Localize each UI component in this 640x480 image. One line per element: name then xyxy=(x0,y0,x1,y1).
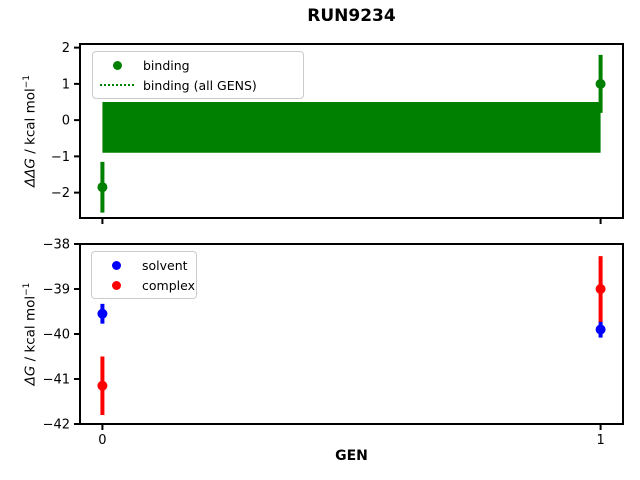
binding-marker-gen1 xyxy=(595,78,606,89)
binding-all-gens-legend-label: binding (all GENS) xyxy=(143,77,257,93)
solvent-marker-gen0 xyxy=(97,308,108,319)
complex-marker-gen0 xyxy=(97,380,108,391)
legend-item-binding-all-gens: binding (all GENS) xyxy=(100,75,296,95)
legend-item-binding: binding xyxy=(100,55,296,75)
x-axis-label: GEN xyxy=(335,448,368,464)
complex-legend-handle xyxy=(99,280,133,290)
y-tick-label: −38 xyxy=(43,238,70,253)
solvent-dot-icon xyxy=(111,260,121,270)
solvent-marker-gen1 xyxy=(595,324,606,335)
y-tick-label: −41 xyxy=(43,373,70,388)
binding-marker-gen0 xyxy=(97,182,108,193)
complex-legend-label: complex xyxy=(142,277,195,293)
axes-frame xyxy=(79,43,624,219)
y-tick-label: −1 xyxy=(51,150,70,165)
binding-all-gens-legend-handle xyxy=(100,84,134,86)
bottom-legend: solvent complex xyxy=(91,251,197,299)
solvent-legend-label: solvent xyxy=(142,257,188,273)
y-tick-label: 2 xyxy=(62,41,70,56)
complex-marker-gen1 xyxy=(595,284,606,294)
binding-legend-handle xyxy=(100,60,134,70)
figure-title: RUN9234 xyxy=(307,6,396,26)
binding-all-gens-dotted-line-icon xyxy=(100,84,134,86)
solvent-legend-handle xyxy=(99,260,133,270)
legend-item-complex: complex xyxy=(99,275,195,295)
legend-item-solvent: solvent xyxy=(99,255,189,275)
x-tick-label: 1 xyxy=(596,433,604,448)
y-tick-label: −2 xyxy=(51,186,70,201)
top-legend: binding binding (all GENS) xyxy=(92,51,304,99)
y-tick-label: −40 xyxy=(43,328,70,343)
binding-dot-icon xyxy=(112,60,122,70)
x-tick-label: 0 xyxy=(98,433,106,448)
binding-legend-label: binding xyxy=(143,57,190,73)
y-tick-label: −39 xyxy=(43,283,70,298)
complex-dot-icon xyxy=(111,280,121,290)
y-tick-label: 1 xyxy=(62,77,70,92)
y-tick-label: 0 xyxy=(62,114,70,129)
y-tick-label: −42 xyxy=(43,418,70,433)
confidence-band xyxy=(102,102,601,153)
